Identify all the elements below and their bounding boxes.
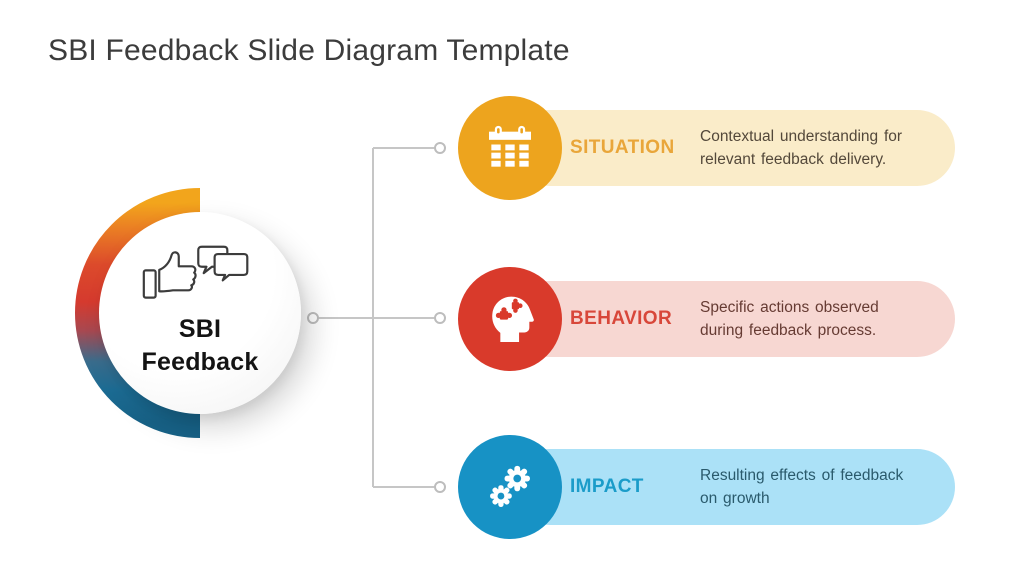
impact-pill: [512, 449, 955, 525]
thumbs-up-chat-icon: [142, 245, 249, 299]
connector-node: [434, 142, 446, 154]
situation-pill: [512, 110, 955, 186]
hub-gradient-arc: [75, 188, 201, 438]
hub-title-line2: Feedback: [141, 348, 259, 376]
hub-title: SBI Feedback: [142, 313, 259, 379]
situation-badge: [458, 96, 562, 200]
head-puzzle-icon: [492, 296, 534, 342]
connector-node: [307, 312, 319, 324]
behavior-label: BEHAVIOR: [570, 308, 673, 329]
impact-label: IMPACT: [570, 476, 644, 497]
behavior-description: Specific actions observed during feedbac…: [700, 299, 879, 339]
sbi-feedback-hub: SBI Feedback: [99, 212, 301, 414]
row-behavior: BEHAVIOR Specific actions observed durin…: [458, 267, 958, 371]
page-title: SBI Feedback Slide Diagram Template: [48, 34, 570, 67]
calendar-icon: [489, 125, 531, 167]
hub-title-line1: SBI: [178, 315, 222, 343]
row-impact: IMPACT Resulting effects of feedback on …: [458, 435, 958, 539]
situation-label: SITUATION: [570, 137, 675, 158]
behavior-pill: [512, 281, 955, 357]
impact-description: Resulting effects of feedback on growth: [700, 467, 904, 507]
behavior-badge: [458, 267, 562, 371]
gears-icon: [490, 465, 530, 507]
situation-description: Contextual understanding for relevant fe…: [700, 128, 903, 168]
connector-node: [434, 312, 446, 324]
impact-badge: [458, 435, 562, 539]
connector-node: [434, 481, 446, 493]
row-situation: SITUATION Contextual understanding for r…: [458, 96, 958, 200]
